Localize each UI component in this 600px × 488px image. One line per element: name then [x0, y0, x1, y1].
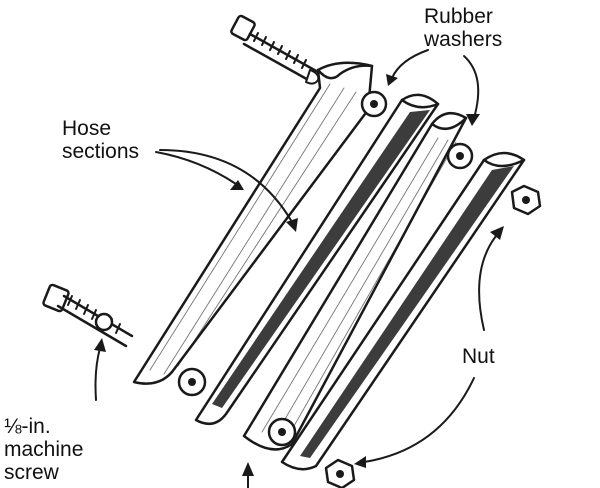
hose-sections-label: Hose sections — [62, 117, 139, 163]
machine-screw-label-line3: screw — [4, 461, 59, 484]
nut-bottom — [324, 458, 356, 488]
machine-screw-label-line1: ⅛-in. — [4, 415, 51, 438]
leader-arrows — [94, 49, 504, 488]
top-machine-screw — [230, 14, 320, 85]
hose-section-3 — [242, 111, 474, 451]
left-machine-screw — [42, 283, 134, 348]
rubber-washers-label: Rubber washers — [424, 5, 502, 51]
nut-label: Nut — [462, 345, 495, 368]
nut-label-line1: Nut — [462, 345, 495, 368]
nut-top — [510, 184, 542, 216]
hose-sections-label-line1: Hose — [62, 117, 112, 140]
hose-section-2 — [194, 93, 440, 426]
hose-section-1 — [132, 61, 388, 397]
machine-screw-label-line2: machine — [4, 438, 84, 461]
hose-section-4 — [280, 151, 526, 471]
rubber-washers-label-line2: washers — [424, 28, 503, 51]
hose-sections-label-line2: sections — [62, 140, 140, 163]
machine-screw-label: ⅛-in. machine screw — [4, 415, 83, 484]
rubber-washers-label-line1: Rubber — [424, 5, 493, 28]
